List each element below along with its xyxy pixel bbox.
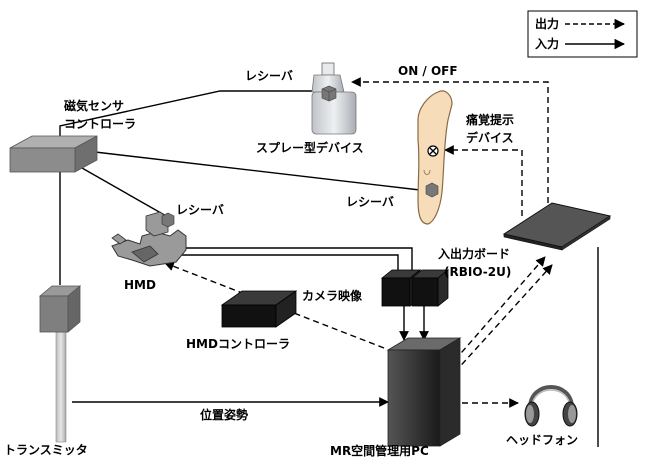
line-hmd-to-camera-a [175, 247, 413, 275]
arrow-pc-to-io-board-a [454, 256, 546, 361]
spray-nozzle [321, 62, 335, 76]
headphone-icon [524, 385, 578, 427]
label-pain-device-1: 痛覚提示 [465, 112, 514, 127]
label-receiver-hmd: レシーバ [176, 203, 224, 217]
labels: レシーバ ON / OFF 磁気センサ コントローラ スプレー型デバイス 痛覚提… [4, 64, 578, 458]
arm-shape [417, 90, 453, 225]
mr-pc [386, 337, 462, 447]
label-receiver-arm: レシーバ [346, 195, 394, 209]
hmd-receiver-cube [161, 212, 175, 228]
arrow-pc-to-hmd [164, 261, 385, 349]
pain-stimulus-icon [427, 145, 439, 157]
transmitter-cube [39, 295, 69, 333]
label-pc: MR空間管理用PC [330, 443, 429, 458]
pain-device-arm [417, 90, 453, 225]
legend-output-label: 出力 [535, 16, 559, 31]
legend-input-label: 入力 [535, 36, 559, 51]
solid-arrows [72, 305, 429, 407]
label-hmd: HMD [124, 278, 156, 292]
line-hmd-to-camera-b [178, 254, 399, 275]
dashed-arrows [164, 77, 553, 408]
legend: 出力 入力 [527, 10, 638, 58]
line-controller-to-hmd-receiver [81, 167, 169, 218]
io-board [502, 202, 612, 251]
label-on-off: ON / OFF [398, 64, 458, 78]
label-spray-device: スプレー型デバイス [256, 140, 364, 155]
connections [59, 90, 599, 447]
line-controller-to-arm-receiver [94, 151, 421, 191]
arrow-io-to-pain-device [444, 145, 523, 216]
legend-frame [527, 10, 638, 58]
hmd-controller-box [220, 290, 298, 328]
arm-receiver-cube [425, 182, 439, 198]
transmitter-pole [55, 331, 67, 443]
spray-device [311, 62, 357, 135]
label-position: 位置姿勢 [200, 407, 248, 422]
camera-left [381, 277, 411, 307]
label-headphone: ヘッドフォン [506, 433, 578, 447]
label-io-board-1: 入出力ボード [438, 246, 510, 261]
pc-tower-front [387, 349, 441, 447]
label-hmd-controller: HMDコントローラ [186, 337, 290, 351]
arrow-pc-to-io-board-b [454, 264, 553, 373]
transmitter [38, 285, 82, 443]
label-camera-video: カメラ映像 [302, 288, 363, 303]
label-transmitter: トランスミッタ [4, 443, 88, 457]
hmd-device [111, 211, 187, 267]
camera-right [411, 277, 439, 307]
camera-units [380, 269, 450, 307]
label-receiver-top: レシーバ [245, 69, 293, 83]
label-io-board-2: (RBIO-2U) [444, 265, 511, 279]
mag-sensor-controller [9, 135, 98, 173]
line-spray-receiver-to-controller [59, 90, 318, 140]
label-mag-controller-1: 磁気センサ [63, 98, 124, 113]
label-mag-controller-2: コントローラ [64, 117, 136, 131]
arrow-io-to-spray [351, 77, 549, 203]
label-pain-device-2: デバイス [466, 130, 514, 145]
